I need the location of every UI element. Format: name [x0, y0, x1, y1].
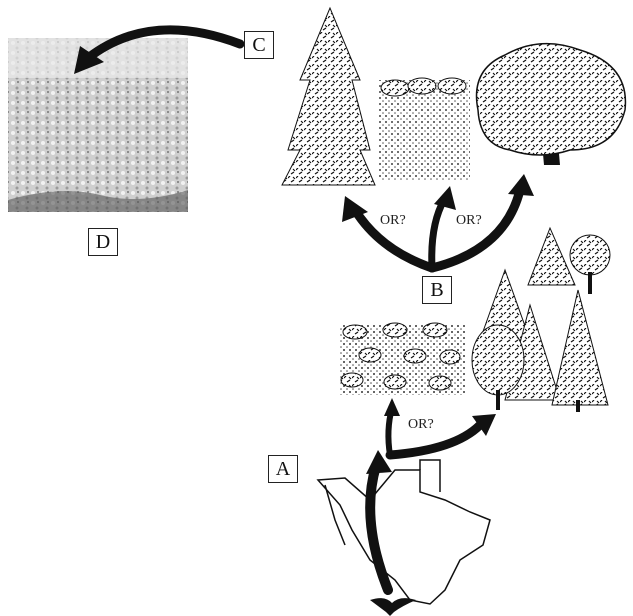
- arrows-from-a: [384, 398, 496, 455]
- broadleaf-tree-c: [477, 44, 626, 165]
- arrows-from-b: [342, 174, 534, 268]
- or-right: OR?: [456, 213, 482, 229]
- trees-upper-right: [528, 228, 610, 294]
- label-d: D: [88, 228, 118, 256]
- forest-lower: [472, 270, 608, 412]
- label-c: C: [244, 31, 274, 59]
- label-b: B: [422, 276, 452, 304]
- or-left: OR?: [380, 213, 406, 229]
- bird-icon: [370, 598, 416, 616]
- map-mexico-texas: [318, 460, 490, 604]
- or-lower: OR?: [408, 417, 434, 433]
- arrow-map-to-a: [366, 450, 392, 590]
- conifer-tree-c: [282, 8, 375, 185]
- shrubland-c: [378, 78, 470, 180]
- label-a: A: [268, 455, 298, 483]
- shrubland-lower: [340, 323, 465, 395]
